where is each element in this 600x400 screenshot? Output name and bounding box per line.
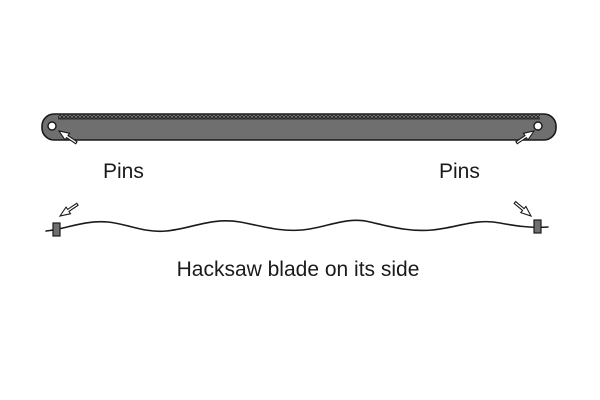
arrow-left-up (57, 130, 78, 145)
pin-label-right: Pins (439, 160, 480, 183)
blade-flat-view (41, 113, 557, 141)
pin-hole-left (47, 121, 57, 131)
pin-left (52, 222, 61, 237)
pin-label-left: Pins (103, 160, 144, 183)
pin-hole-right (533, 121, 543, 131)
blade-edge-line (45, 219, 549, 233)
blade-side-view (45, 219, 549, 237)
arrow-right-up (515, 130, 536, 145)
arrow-left-down (58, 202, 79, 217)
diagram-caption: Hacksaw blade on its side (177, 258, 420, 281)
arrow-right-down (513, 200, 533, 217)
pin-right (533, 219, 542, 234)
blade-body (41, 113, 557, 141)
blade-teeth (58, 115, 540, 119)
